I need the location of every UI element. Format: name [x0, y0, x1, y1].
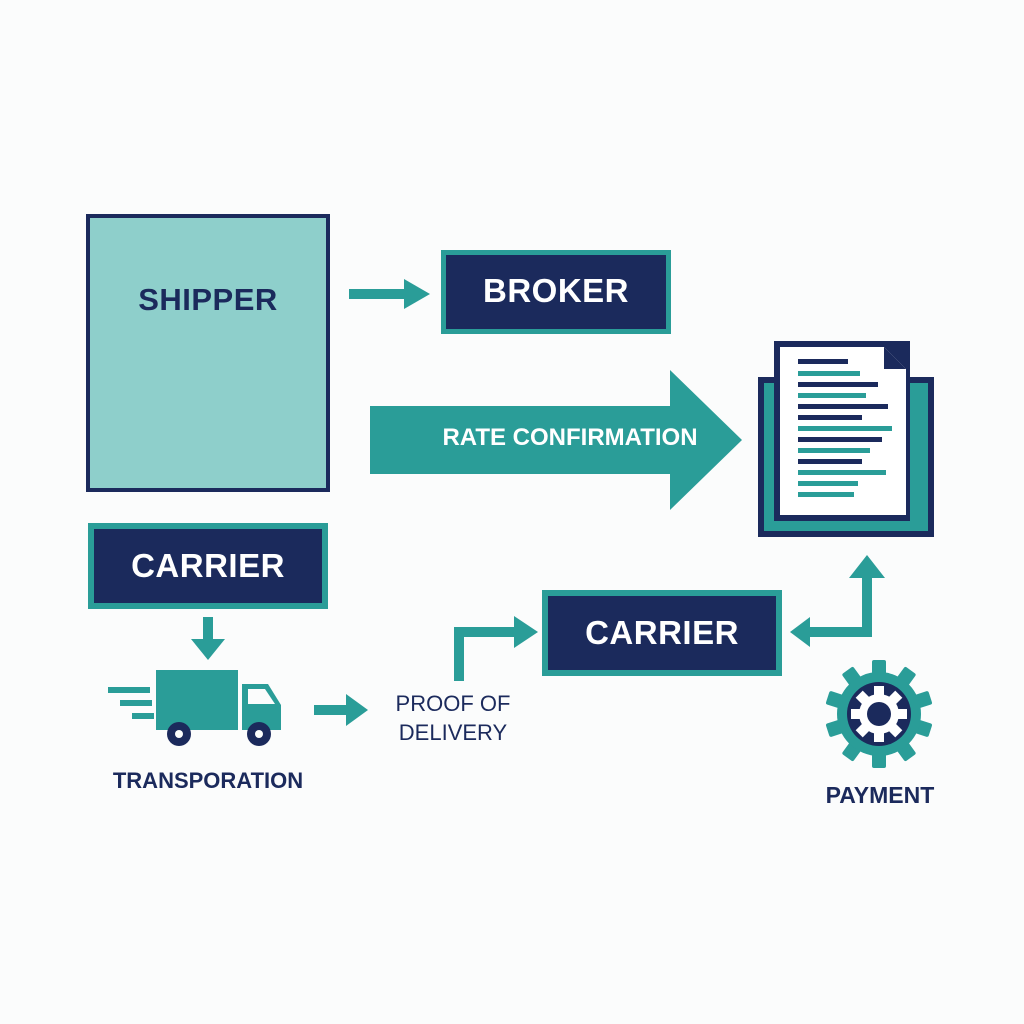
payment-label: PAYMENT	[825, 782, 935, 808]
shipper-box	[86, 214, 330, 492]
arrow-proof-to-carrier	[454, 616, 538, 681]
carrier-left-label: CARRIER	[131, 547, 285, 584]
proof-of-delivery-line1: PROOF OF	[395, 691, 511, 716]
truck-icon	[108, 670, 281, 746]
carrier-right-label: CARRIER	[585, 614, 739, 651]
rate-confirmation-arrow	[370, 370, 742, 510]
transportation-label: TRANSPORATION	[112, 768, 304, 793]
rate-confirmation-label: RATE CONFIRMATION	[442, 424, 698, 451]
shipper-label: SHIPPER	[138, 282, 278, 317]
arrow-transport-to-proof	[314, 694, 368, 726]
gear-icon	[825, 660, 933, 768]
document-icon	[758, 341, 934, 537]
arrow-shipper-to-broker	[349, 279, 430, 309]
proof-of-delivery-line2: DELIVERY	[398, 720, 508, 745]
arrow-carrier-to-transport	[191, 617, 225, 660]
broker-label: BROKER	[482, 272, 629, 309]
arrow-carrier-document	[790, 555, 885, 647]
